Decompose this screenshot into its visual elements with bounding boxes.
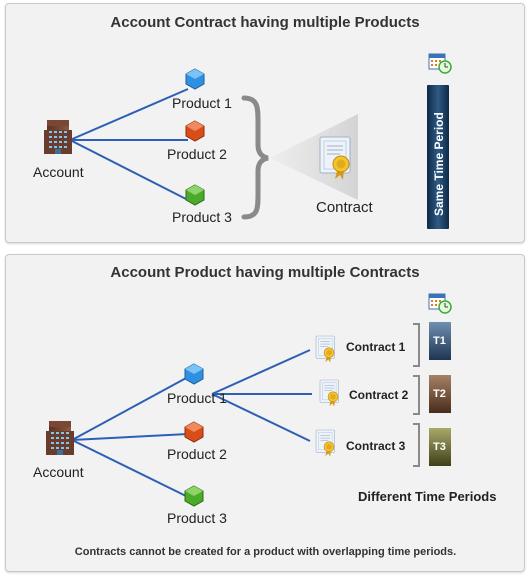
bottom-period-t3-label: T3 <box>433 441 446 453</box>
bottom-contract-1-label: Contract 1 <box>346 340 406 354</box>
top-contract-label: Contract <box>316 199 373 216</box>
bottom-contract-2-label: Contract 2 <box>349 388 409 402</box>
top-panel-title: Account Contract having multiple Product… <box>110 14 420 31</box>
top-product-3-label: Product 3 <box>172 209 232 225</box>
top-connectors <box>69 88 189 201</box>
bottom-product-3-cube-icon <box>184 485 204 507</box>
top-product-2-label: Product 2 <box>167 146 227 162</box>
top-same-time-period-bar <box>427 85 449 229</box>
bottom-period-t3-bar <box>429 428 451 466</box>
bottom-period-t1-bar <box>429 322 451 360</box>
top-beam <box>270 114 358 200</box>
bottom-account-building-icon <box>46 421 74 455</box>
bottom-contract-1-certificate-icon <box>315 335 335 363</box>
bottom-period-t1-label: T1 <box>433 335 446 347</box>
top-product-2-cube-icon <box>185 120 205 142</box>
bottom-period-brackets <box>413 323 420 467</box>
bottom-period-t2-bar <box>429 375 451 413</box>
bottom-product-2-label: Product 2 <box>167 446 227 462</box>
bottom-period-t2-label: T2 <box>433 388 446 400</box>
bottom-product-1-cube-icon <box>184 363 204 385</box>
top-product-3-cube-icon <box>185 184 205 206</box>
top-same-time-period-label: Same Time Period <box>432 112 446 216</box>
bottom-panel-title: Account Product having multiple Contract… <box>110 264 420 281</box>
top-product-1-label: Product 1 <box>172 95 232 111</box>
bottom-account-label: Account <box>33 464 84 480</box>
bottom-account-connectors <box>71 376 189 498</box>
top-product-1-cube-icon <box>185 68 205 90</box>
bottom-product-3-label: Product 3 <box>167 510 227 526</box>
bottom-contract-2-certificate-icon <box>319 379 339 407</box>
top-calendar-clock-icon <box>428 53 452 74</box>
bottom-contract-connectors <box>211 349 312 442</box>
bottom-different-time-periods-label: Different Time Periods <box>358 489 497 504</box>
bottom-calendar-clock-icon <box>428 293 452 314</box>
bottom-contract-3-certificate-icon <box>315 429 335 457</box>
top-account-label: Account <box>33 164 84 180</box>
bottom-footnote: Contracts cannot be created for a produc… <box>74 546 457 558</box>
bottom-product-1-label: Product 1 <box>167 390 227 406</box>
top-account-building-icon <box>44 120 72 154</box>
top-grouping-brace <box>241 95 269 220</box>
bottom-contract-3-label: Contract 3 <box>346 439 406 453</box>
bottom-product-2-cube-icon <box>184 421 204 443</box>
